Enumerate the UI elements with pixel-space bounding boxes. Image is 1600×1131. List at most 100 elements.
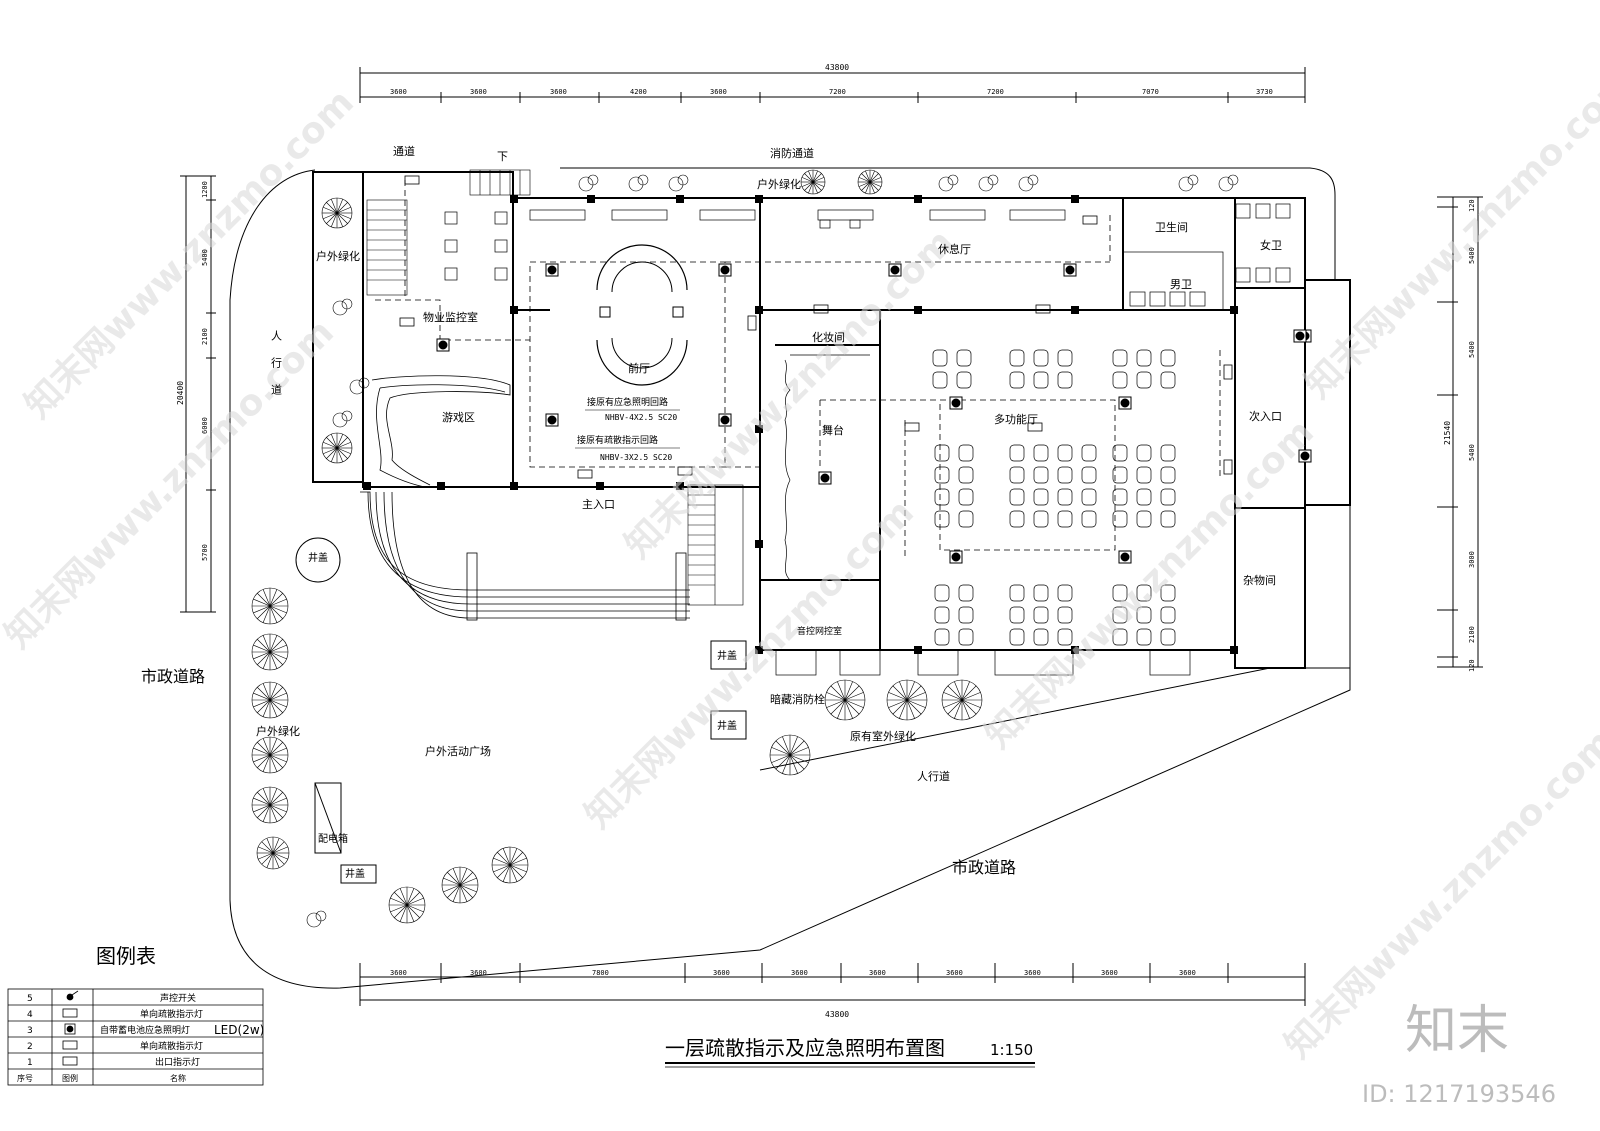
label-city-road-left: 市政道路 [141,667,205,686]
dim-bottom-seg: 7800 [592,969,609,977]
label-manhole-2: 井盖 [717,649,737,662]
seat [1112,510,1128,528]
emergency-light [949,396,963,410]
shrub [1218,174,1239,192]
emergency-light [545,413,559,427]
emergency-light [818,471,832,485]
dimension-labels: 43800 43800 20400 21540 [176,63,1452,1019]
watermark-logo: 知末 ID: 1217193546 [1362,1001,1556,1108]
seat [934,444,950,462]
tree [321,432,353,464]
emergency-lights [436,263,1312,564]
shrub [1018,174,1039,192]
seat [1009,371,1025,389]
dim-top-seg: 3730 [1256,88,1273,96]
dim-left-seg: 5400 [201,249,209,266]
label-manhole-1: 井盖 [308,551,328,564]
dim-right-seg: 5400 [1468,341,1476,358]
seat [956,371,972,389]
legend-row-4-name: 单向疏散指示灯 [140,1040,203,1052]
label-hidden-hydrant: 暗藏消防栓 [770,692,825,706]
seat [1112,444,1128,462]
dim-bottom-total: 43800 [825,1010,849,1019]
seat [1009,349,1025,367]
label-sidewalk-left: 人行道 [270,330,283,411]
emergency-light [718,413,732,427]
seat [1033,628,1049,646]
seat [934,510,950,528]
multi-hall-seats [932,349,1176,646]
label-foyer: 前厅 [628,361,650,375]
legend-row-2-name: 单向疏散指示灯 [140,1008,203,1020]
seat [1160,466,1176,484]
label-outdoor-green-top: 户外绿化 [757,177,801,191]
dim-right-seg: 3000 [1468,551,1476,568]
dim-top-seg: 3600 [550,88,567,96]
legend-header-symbol: 图例 [62,1073,78,1083]
drawing-scale: 1:150 [990,1041,1033,1059]
seat [1136,349,1152,367]
seat [1033,371,1049,389]
shrub [628,174,649,192]
legend-title: 图例表 [96,944,156,968]
entrance-steps [360,491,690,621]
dim-bottom-seg: 3600 [470,969,487,977]
left-dimension-chain [180,175,216,613]
tree [251,633,289,671]
legend-row-3-no: 3 [27,1026,33,1036]
seat [1136,488,1152,506]
seat [1033,466,1049,484]
label-restroom: 卫生间 [1155,220,1188,234]
play-area-slide [371,375,511,488]
seat [1057,488,1073,506]
seat [1112,488,1128,506]
label-sidewalk-bottom: 人行道 [917,769,950,783]
label-manhole-4: 井盖 [345,867,365,880]
seat [1033,444,1049,462]
seat [934,488,950,506]
label-lounge: 休息厅 [938,242,971,256]
seat [1136,510,1152,528]
legend-row-2-no: 4 [27,1010,33,1020]
dim-top-seg: 7200 [829,88,846,96]
emergency-light [1063,263,1077,277]
dim-right-seg: 5400 [1468,444,1476,461]
label-manhole-3: 井盖 [717,719,737,732]
seat [934,466,950,484]
seat [958,606,974,624]
seat [1057,606,1073,624]
dim-bottom-seg: 3600 [791,969,808,977]
seat [1081,466,1097,484]
tree [491,846,529,884]
emergency-circuit-label: 接原有应急照明回路 [587,396,668,408]
seat [1081,510,1097,528]
seat [1160,584,1176,602]
label-down: 下 [497,150,508,163]
seat [1057,510,1073,528]
seat [1057,466,1073,484]
dim-top-seg: 3600 [390,88,407,96]
dim-right-seg: 5400 [1468,247,1476,264]
dim-bottom-seg: 3600 [946,969,963,977]
dim-top-seg: 7070 [1142,88,1159,96]
label-main-entrance: 主入口 [582,498,615,511]
top-dimension-chain [359,67,1306,103]
emergency-light [718,263,732,277]
watermark-logo-text: 知末 [1405,1001,1509,1061]
shrub [578,174,599,192]
seat [1160,606,1176,624]
seat [958,466,974,484]
seat [1160,510,1176,528]
monitor-room-chairs [444,211,508,281]
seat [1112,606,1128,624]
legend-header-name: 名称 [170,1073,186,1083]
label-passage: 通道 [393,144,415,158]
label-male: 男卫 [1170,278,1192,291]
watermark-id: ID: 1217193546 [1362,1080,1556,1108]
evacuation-signs [399,175,1233,479]
emergency-cable-label: NHBV-4X2.5 SC20 [605,413,677,422]
dim-top-seg: 3600 [470,88,487,96]
seat [1009,628,1025,646]
dim-top-seg: 4200 [630,88,647,96]
